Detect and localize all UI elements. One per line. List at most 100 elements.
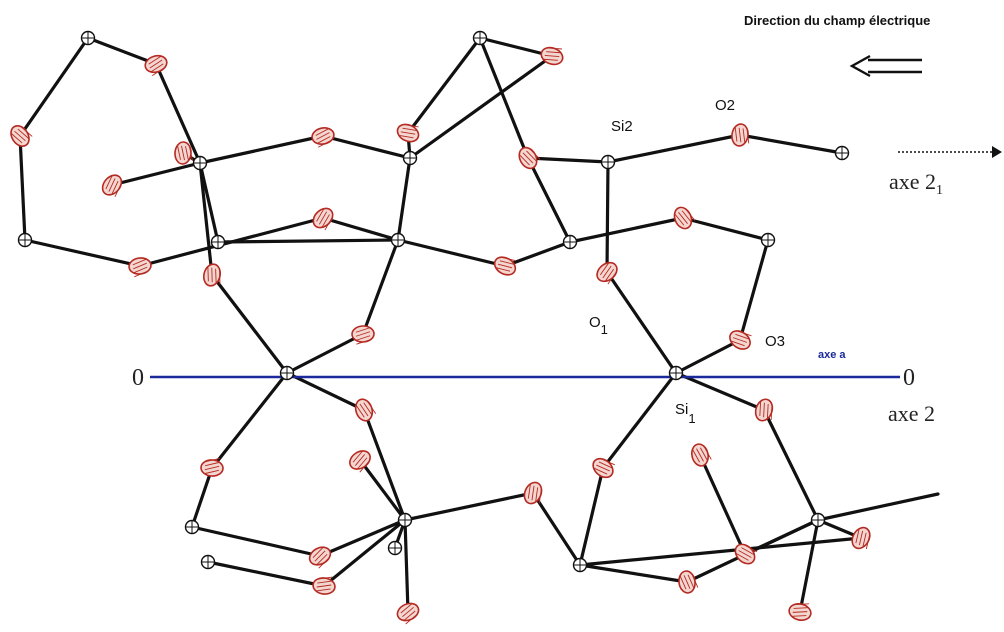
bond: [321, 216, 400, 242]
silicon-atom: [562, 234, 578, 250]
oxygen-atom: [493, 256, 517, 276]
bond-layer: [18, 36, 940, 614]
bond: [681, 216, 770, 242]
oxygen-atom: [540, 46, 564, 66]
o3-label: O3: [765, 333, 785, 350]
oxygen-atom: [354, 398, 377, 422]
oxygen-atom: [101, 174, 123, 198]
oxygen-atom: [312, 576, 336, 595]
bond: [358, 458, 407, 522]
bond: [216, 238, 400, 244]
bond: [478, 36, 554, 58]
oxygen-atom: [673, 206, 696, 230]
bond: [698, 453, 747, 556]
bond: [18, 134, 27, 242]
bond: [578, 536, 863, 567]
silicon-atom: [279, 365, 295, 381]
bond: [198, 161, 214, 277]
oxygen-atom: [788, 603, 812, 621]
bond: [210, 273, 289, 375]
bond: [606, 133, 742, 164]
silicon-atom: [668, 365, 684, 381]
oxygen-atom: [396, 602, 420, 625]
bond: [318, 518, 407, 558]
bond: [605, 160, 610, 274]
axis-zero-left: 0: [132, 365, 144, 391]
oxygen-atom: [729, 330, 752, 350]
bond: [396, 156, 412, 242]
bond: [18, 36, 90, 138]
bond: [578, 466, 605, 567]
oxygen-atom: [592, 457, 615, 479]
bond: [190, 525, 322, 558]
oxygen-atom: [754, 398, 774, 422]
bond: [285, 371, 366, 412]
oxygen-atom: [518, 146, 541, 170]
bond: [322, 518, 407, 588]
bond: [198, 134, 325, 165]
oxygen-atom: [174, 141, 193, 165]
atom-layer: [10, 30, 871, 625]
silicon-atom: [760, 232, 776, 248]
bond: [798, 518, 820, 614]
oxygen-atom: [311, 127, 335, 148]
axe-2-label: axe 2: [888, 401, 935, 426]
oxygen-atom: [731, 123, 750, 147]
oxygen-atom: [351, 325, 375, 345]
field-direction-label: Direction du champ électrique: [744, 13, 930, 28]
bond: [601, 371, 678, 470]
bond: [738, 238, 770, 342]
bond: [362, 408, 407, 522]
bond: [190, 466, 214, 529]
silicon-atom: [200, 554, 216, 570]
bond: [531, 491, 582, 567]
oxygen-atom: [851, 526, 871, 550]
bond: [674, 338, 742, 375]
bond: [154, 62, 202, 165]
silicon-atom: [402, 150, 418, 166]
oxygen-atom: [523, 481, 543, 505]
bond: [403, 491, 535, 522]
bond: [503, 240, 572, 268]
bond: [526, 156, 572, 244]
bond: [361, 238, 400, 336]
oxygen-atom: [596, 261, 618, 285]
bond: [403, 518, 410, 614]
o1-label: O1: [589, 314, 608, 337]
silicon-atom: [387, 540, 403, 556]
oxygen-atom: [734, 543, 758, 565]
oxygen-atom: [308, 546, 332, 569]
bond: [762, 408, 820, 522]
oxygen-atom: [202, 263, 222, 287]
bond: [210, 371, 289, 470]
bond: [605, 270, 678, 375]
silicon-atom: [600, 154, 616, 170]
bond: [738, 133, 844, 155]
oxygen-atom: [144, 54, 168, 76]
si2-label: Si2: [611, 118, 633, 135]
o2-label: O2: [715, 97, 735, 114]
axis-zero-right: 0: [903, 365, 915, 391]
silicon-atom: [834, 145, 850, 161]
double-left-arrow-icon: [849, 54, 922, 78]
oxygen-atom: [128, 257, 152, 278]
silicon-atom: [572, 557, 588, 573]
bond: [578, 563, 689, 584]
bond: [321, 134, 412, 160]
oxygen-atom: [10, 124, 33, 148]
silicon-atom: [810, 512, 826, 528]
silicon-atom: [184, 519, 200, 535]
bond: [478, 36, 530, 160]
bond: [526, 156, 610, 164]
silicon-atom: [397, 512, 413, 528]
silicon-atom: [17, 232, 33, 248]
dotted-right-arrow-icon: [898, 146, 1002, 158]
silicon-atom: [210, 234, 226, 250]
bond: [110, 161, 202, 187]
bond: [568, 216, 685, 244]
bond: [285, 332, 365, 375]
si1-label: Si1: [675, 401, 696, 426]
bond: [206, 560, 326, 588]
bond: [408, 54, 554, 160]
